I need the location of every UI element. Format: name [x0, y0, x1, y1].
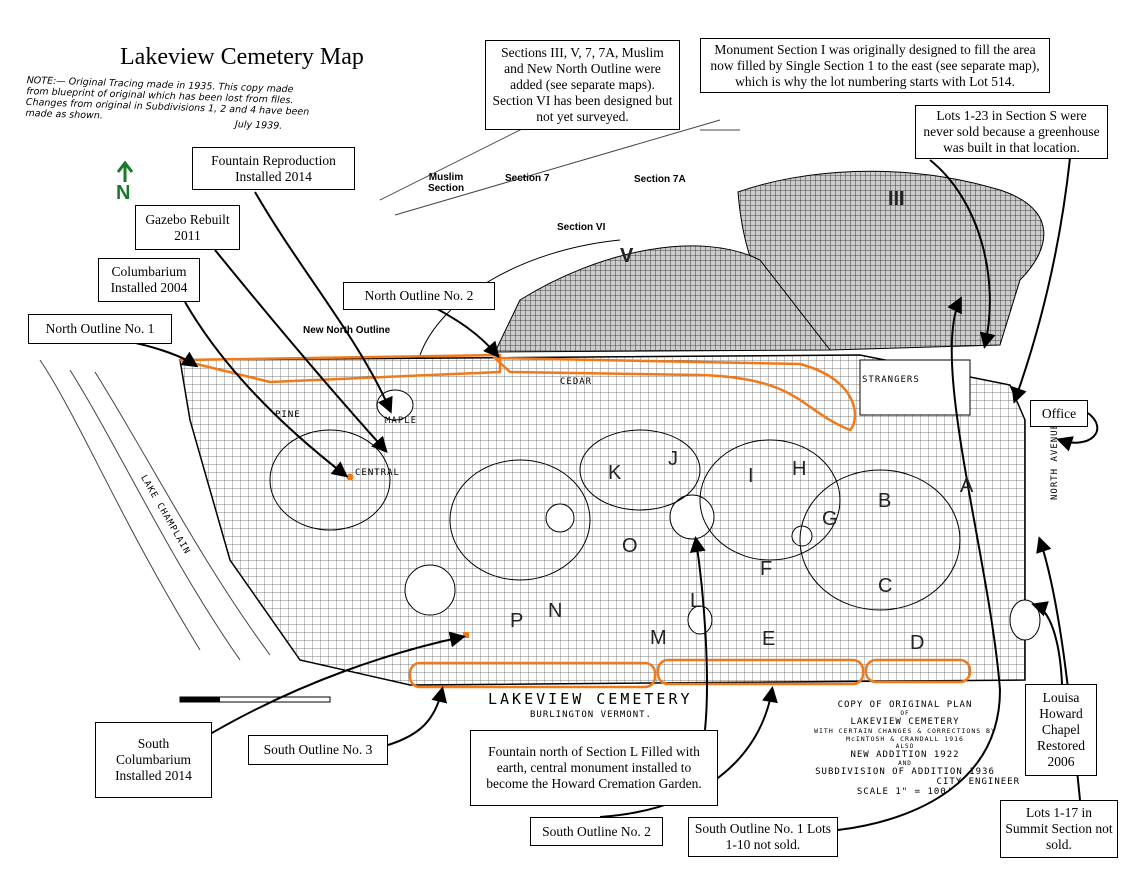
north-label: N — [116, 182, 131, 204]
north-outline-2 — [491, 356, 857, 432]
plan-city: BURLINGTON VERMONT. — [530, 710, 652, 720]
added-sections-note: Sections III, V, 7, 7A, Muslim and New N… — [485, 40, 680, 130]
plan-line: SUBDIVISION OF ADDITION 1936 — [815, 767, 995, 777]
summit-section-note: Lots 1-17 in Summit Section not sold. — [1000, 800, 1118, 858]
section-i-label: I — [748, 465, 754, 487]
chapel-note: Louisa Howard Chapel Restored 2006 — [1025, 684, 1097, 776]
note-date: July 1939. — [234, 119, 283, 132]
plan-line: SCALE 1" = 100' — [856, 787, 954, 797]
muslim-section-label: Muslim Section — [427, 172, 465, 194]
plan-title-block: COPY OF ORIGINAL PLAN OF LAKEVIEW CEMETE… — [790, 700, 1020, 797]
columbarium-note: Columbarium Installed 2004 — [98, 258, 200, 302]
new-north-outline-label: New North Outline — [303, 325, 391, 336]
plan-line: NEW ADDITION 1922 — [850, 750, 960, 760]
section-e-label: E — [762, 628, 776, 650]
maple-label: MAPLE — [385, 416, 418, 426]
section-v-label: V — [620, 245, 634, 267]
plan-line: COPY OF ORIGINAL PLAN — [837, 700, 973, 710]
south-outline-3 — [408, 661, 657, 689]
section-p-label: P — [510, 610, 524, 632]
section-b-label: B — [878, 490, 892, 512]
plan-line: WITH CERTAIN CHANGES & CORRECTIONS BY — [814, 727, 996, 735]
section-7a-label: Section 7A — [634, 174, 686, 185]
section-f-label: F — [760, 558, 773, 580]
section-k-label: K — [608, 462, 622, 484]
section-a-label: A — [960, 475, 974, 497]
gazebo-note: Gazebo Rebuilt 2011 — [135, 205, 240, 250]
south-outline-3-note: South Outline No. 3 — [248, 735, 388, 765]
section-d-label: D — [910, 632, 925, 654]
section-h-label: H — [792, 458, 807, 480]
south-outline-summit — [864, 658, 972, 684]
fountain-note: Fountain Reproduction Installed 2014 — [192, 147, 355, 190]
section-g-label: G — [822, 508, 838, 530]
north-arrow-icon — [116, 160, 134, 182]
office-note: Office — [1030, 400, 1088, 427]
plan-line: McINTOSH & CRANDALL 1916 — [846, 735, 964, 743]
south-outline-2-1 — [656, 658, 865, 686]
section-s-note: Lots 1-23 in Section S were never sold b… — [915, 105, 1108, 159]
pine-label: PINE — [275, 410, 301, 420]
lake-shore — [39, 359, 201, 651]
strangers-label: STRANGERS — [862, 375, 920, 385]
section-v-area — [494, 245, 832, 353]
north-outline-1-note: North Outline No. 1 — [28, 314, 172, 344]
section-7-label: Section 7 — [505, 173, 550, 184]
cedar-label: CEDAR — [560, 377, 593, 387]
section-vi-label: Section VI — [557, 222, 606, 233]
monument-section-note: Monument Section I was originally design… — [700, 38, 1050, 93]
plan-line: LAKEVIEW CEMETERY — [850, 717, 960, 727]
section-o-label: O — [622, 535, 638, 557]
section-iii-label: III — [888, 188, 905, 210]
section-j-label: J — [668, 448, 678, 470]
north-avenue-label: NORTH AVENUE — [1050, 422, 1060, 500]
plan-line: CITY ENGINEER — [936, 777, 1020, 787]
plan-line: OF — [900, 710, 910, 717]
section-m-label: M — [650, 627, 667, 649]
section-l-label: L — [690, 590, 702, 612]
page-title: Lakeview Cemetery Map — [120, 44, 364, 70]
fountain-section-l-note: Fountain north of Section L Filled with … — [470, 730, 718, 806]
central-label: CENTRAL — [355, 468, 400, 478]
plan-line: ALSO — [895, 743, 915, 750]
plan-name: LAKEVIEW CEMETERY — [488, 690, 693, 708]
south-outline-2-note: South Outline No. 2 — [530, 817, 663, 846]
north-outline-1 — [179, 353, 502, 384]
section-c-label: C — [878, 575, 893, 597]
south-outline-1-note: South Outline No. 1 Lots 1-10 not sold. — [688, 817, 838, 857]
plan-line: AND — [898, 760, 912, 767]
north-outline-2-note: North Outline No. 2 — [343, 282, 495, 310]
south-columbarium-note: South Columbarium Installed 2014 — [95, 722, 212, 798]
section-n-label: N — [548, 600, 563, 622]
